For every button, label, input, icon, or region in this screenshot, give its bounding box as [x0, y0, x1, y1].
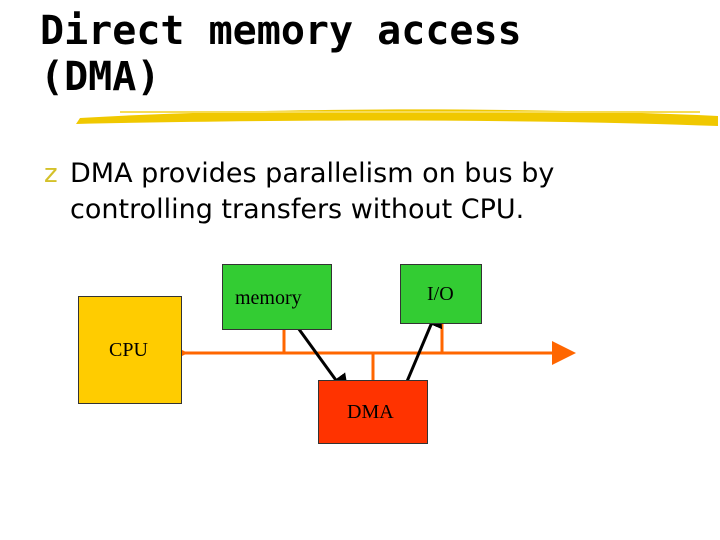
- dma-label: DMA: [347, 401, 394, 423]
- io-label: I/O: [427, 283, 454, 305]
- bullet-text: DMA provides parallelism on bus by contr…: [70, 158, 555, 225]
- slide-title: Direct memory access (DMA): [40, 8, 522, 100]
- memory-label: memory: [235, 287, 302, 309]
- cpu-box: CPU: [78, 296, 182, 404]
- cpu-label: CPU: [109, 339, 148, 361]
- memory-box: memory: [222, 264, 332, 330]
- slide-title-line-1: Direct memory access: [40, 8, 522, 54]
- bullet-item: z DMA provides parallelism on bus by con…: [44, 156, 664, 228]
- io-box: I/O: [400, 264, 482, 324]
- bullet-z-icon: z: [44, 159, 58, 189]
- slide-title-line-2: (DMA): [40, 54, 161, 100]
- title-underline: [76, 109, 718, 126]
- dma-box: DMA: [318, 380, 428, 444]
